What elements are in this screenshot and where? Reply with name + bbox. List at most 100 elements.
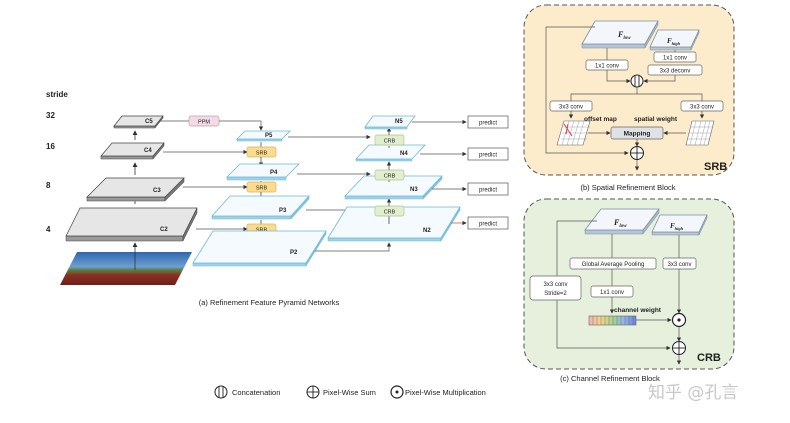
svg-text:1x1 conv: 1x1 conv	[600, 290, 624, 296]
svg-text:Fhigh: Fhigh	[667, 37, 681, 46]
svg-text:P4: P4	[270, 170, 278, 176]
srb-block-2	[246, 181, 277, 193]
crb-block-1	[374, 205, 405, 217]
svg-text:P5: P5	[265, 133, 273, 139]
srb-conv-1x1-high	[653, 51, 697, 63]
fpn-caption: (a) Refinement Feature Pyramid Networks	[199, 298, 340, 307]
svg-text:SRB: SRB	[256, 151, 268, 157]
svg-text:Mapping: Mapping	[624, 131, 651, 138]
svg-text:Flow: Flow	[617, 30, 631, 41]
svg-text:predict: predict	[479, 153, 497, 159]
svg-text:N5: N5	[395, 119, 403, 125]
svg-text:N2: N2	[423, 228, 431, 234]
srb-diagram: Flow Fhigh 1x1 conv 1x1 conv 3x3 deconv	[523, 4, 735, 192]
concat-legend-icon	[214, 385, 228, 399]
backbone-c2: C2	[65, 207, 198, 242]
spatial-weight-label: spatial weight	[634, 116, 678, 123]
backbone-c3: C3	[86, 177, 185, 202]
mult-legend-icon	[390, 385, 404, 399]
channel-weight-vector	[588, 315, 637, 326]
crb-mult-op	[671, 312, 687, 328]
srb-block-1	[246, 146, 277, 158]
svg-text:1x1 conv: 1x1 conv	[663, 56, 687, 62]
stride-4: 4	[46, 225, 51, 234]
legend-sum: Pixel-Wise Sum	[323, 388, 376, 397]
stride-8: 8	[46, 181, 51, 190]
crb-block-3	[374, 134, 405, 146]
stride-16: 16	[46, 142, 55, 151]
svg-text:3x3 conv: 3x3 conv	[543, 282, 567, 288]
crb-conv-stride2	[529, 275, 582, 301]
svg-text:Flow: Flow	[613, 218, 627, 229]
input-image	[60, 252, 192, 285]
svg-text:CRB: CRB	[384, 210, 396, 216]
svg-text:CRB: CRB	[384, 139, 396, 145]
pyramid-n5: N5	[364, 115, 416, 130]
svg-text:predict: predict	[479, 222, 497, 228]
pyramid-p3: P3	[211, 195, 310, 220]
pyramid-n4: N4	[355, 144, 426, 162]
svg-text:Fhigh: Fhigh	[670, 222, 684, 231]
svg-text:N4: N4	[400, 151, 408, 157]
stride-32: 32	[46, 111, 55, 120]
svg-text:3x3 conv: 3x3 conv	[559, 105, 583, 111]
svg-text:N3: N3	[410, 187, 418, 193]
svg-text:C2: C2	[160, 227, 168, 233]
svg-text:C5: C5	[145, 119, 153, 125]
crb-diagram: Flow Fhigh 3x3 conv Stride=2 Global Aver…	[523, 198, 735, 383]
crb-caption: (c) Channel Refinement Block	[560, 374, 660, 383]
svg-text:SRB: SRB	[256, 228, 268, 234]
pyramid-n2: N2	[327, 206, 461, 242]
svg-text:3x3 deconv: 3x3 deconv	[660, 69, 691, 75]
svg-text:3x3 conv: 3x3 conv	[690, 105, 714, 111]
global-average-pooling-block	[569, 257, 657, 270]
pyramid-p4: P4	[226, 163, 300, 181]
svg-text:SRB: SRB	[256, 186, 268, 192]
crb-block-2	[374, 169, 405, 181]
backbone-c4: C4	[100, 142, 165, 160]
srb-sum-op	[630, 146, 644, 160]
svg-text:Global Average Pooling: Global Average Pooling	[582, 262, 645, 268]
svg-text:predict: predict	[479, 188, 497, 194]
pyramid-p5: P5	[236, 130, 291, 142]
svg-text:C4: C4	[144, 148, 152, 154]
crb-sum-op	[672, 341, 686, 355]
sum-legend-icon	[306, 385, 320, 399]
svg-text:P2: P2	[290, 250, 298, 256]
offset-map-label: offset map	[584, 116, 617, 123]
crb-f-high: Fhigh	[651, 214, 708, 236]
svg-text:P3: P3	[279, 208, 287, 214]
crb-conv-3x3	[662, 257, 697, 270]
legend-concat: Concatenation	[232, 388, 280, 397]
svg-text:predict: predict	[479, 121, 497, 127]
predict-box-n4	[467, 147, 509, 161]
offset-map-grid	[556, 120, 591, 146]
crb-tag: CRB	[697, 352, 721, 364]
crb-f-low: Flow	[584, 208, 660, 235]
predict-box-n2	[467, 216, 509, 230]
srb-caption: (b) Spatial Refinement Block	[580, 183, 675, 192]
channel-weight-label: channel weight	[614, 307, 662, 314]
ppm-label: PPM	[198, 120, 210, 126]
svg-text:Stride=2: Stride=2	[544, 291, 567, 297]
srb-f-high: Fhigh	[649, 29, 700, 51]
srb-concat-op	[630, 74, 644, 88]
legend: Concatenation Pixel-Wise Sum Pixel-Wise …	[214, 385, 486, 399]
pyramid-n3: N3	[344, 175, 443, 200]
svg-text:1x1 conv: 1x1 conv	[595, 64, 619, 70]
watermark: 知乎 @孔言	[648, 383, 738, 403]
spatial-weight-grid	[685, 120, 715, 146]
svg-text:CRB: CRB	[384, 174, 396, 180]
predict-box-n5	[467, 115, 509, 129]
predict-box-n3	[467, 182, 509, 196]
stride-header: stride	[46, 90, 68, 99]
srb-f-low: Flow	[581, 20, 659, 49]
legend-mult: Pixel-Wise Multiplication	[405, 388, 486, 397]
svg-text:C3: C3	[153, 188, 161, 194]
backbone-c5: C5	[113, 115, 164, 129]
srb-tag: SRB	[704, 161, 727, 173]
fpn-diagram: stride 32 16 8 4 C2 C3 C4	[46, 90, 509, 307]
pyramid-p2: P2	[192, 230, 327, 267]
svg-text:3x3 conv: 3x3 conv	[667, 262, 691, 268]
